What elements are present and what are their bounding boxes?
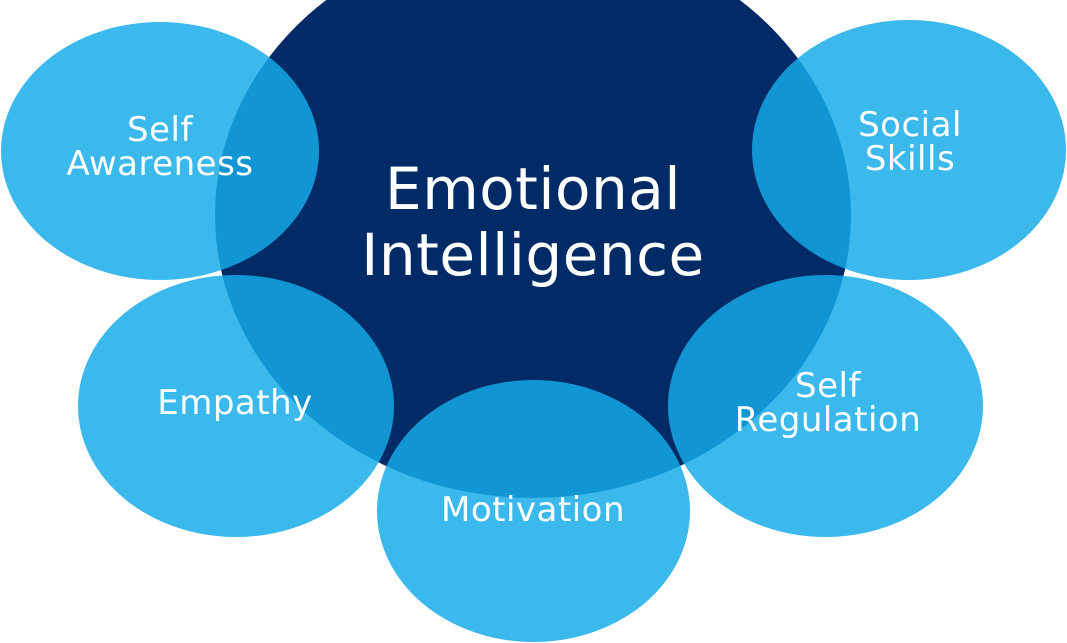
social-skills-label-line2: Skills bbox=[864, 139, 956, 179]
self-awareness-label: Self Awareness bbox=[30, 113, 290, 181]
self-awareness-circle bbox=[1, 22, 319, 280]
empathy-circle bbox=[78, 275, 394, 537]
self-regulation-label-line1: Self bbox=[795, 366, 861, 406]
empathy-label: Empathy bbox=[110, 386, 360, 420]
self-regulation-label: Self Regulation bbox=[698, 369, 958, 437]
center-label-line1: Emotional bbox=[385, 155, 681, 223]
motivation-label: Motivation bbox=[405, 493, 661, 527]
center-label: Emotional Intelligence bbox=[290, 160, 776, 284]
center-label-line2: Intelligence bbox=[361, 221, 705, 289]
self-regulation-label-line2: Regulation bbox=[734, 400, 922, 440]
motivation-label-line1: Motivation bbox=[441, 490, 625, 530]
social-skills-label: Social Skills bbox=[780, 108, 1040, 176]
social-skills-circle bbox=[752, 20, 1066, 280]
motivation-circle bbox=[377, 380, 690, 642]
social-skills-label-line1: Social bbox=[858, 105, 962, 145]
self-awareness-label-line2: Awareness bbox=[66, 144, 254, 184]
self-awareness-label-line1: Self bbox=[127, 110, 193, 150]
empathy-label-line1: Empathy bbox=[157, 383, 313, 423]
self-regulation-circle bbox=[668, 275, 983, 537]
